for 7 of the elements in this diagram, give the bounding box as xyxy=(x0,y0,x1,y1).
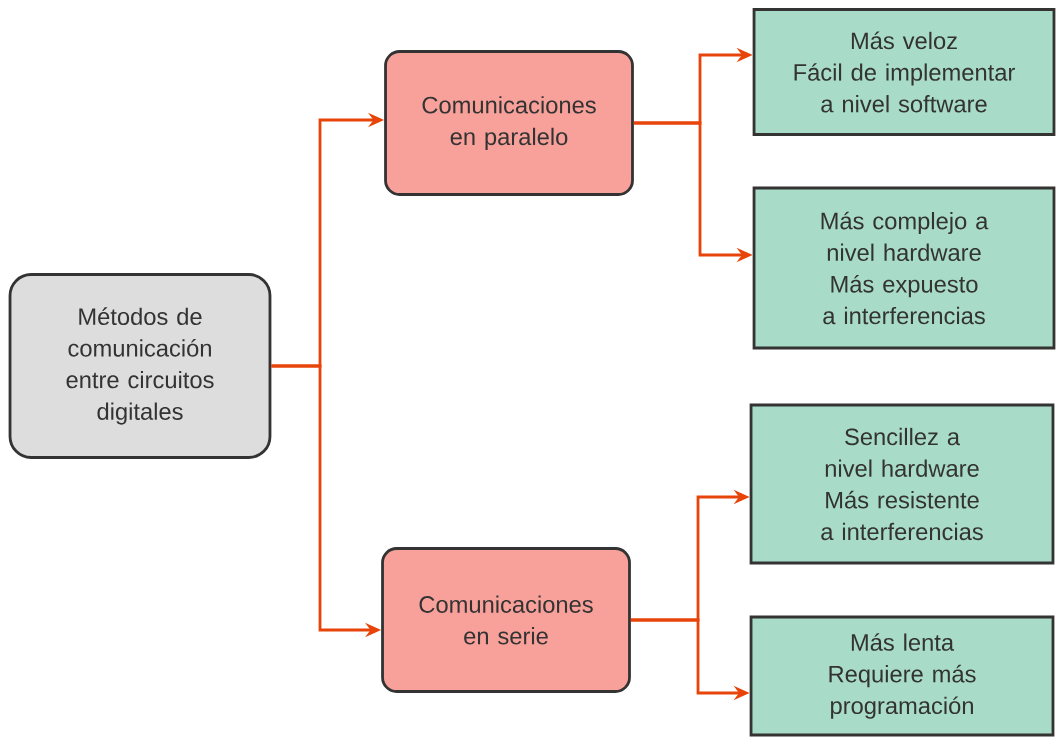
category-box: Comunicaciones en paralelo xyxy=(384,50,634,196)
feature-box: Más lenta Requiere más programación xyxy=(749,615,1055,737)
feature-box: Más veloz Fácil de implementar a nivel software xyxy=(752,8,1056,136)
feature-box: Más complejo a nivel hardware Más expuesto a interferencias xyxy=(752,186,1056,350)
feature-box: Sencillez a nivel hardware Más resistente a interferencias xyxy=(749,403,1055,565)
topic-box: Métodos de comunicación entre circuitos digitales xyxy=(8,273,272,459)
category-box: Comunicaciones en serie xyxy=(381,547,631,693)
